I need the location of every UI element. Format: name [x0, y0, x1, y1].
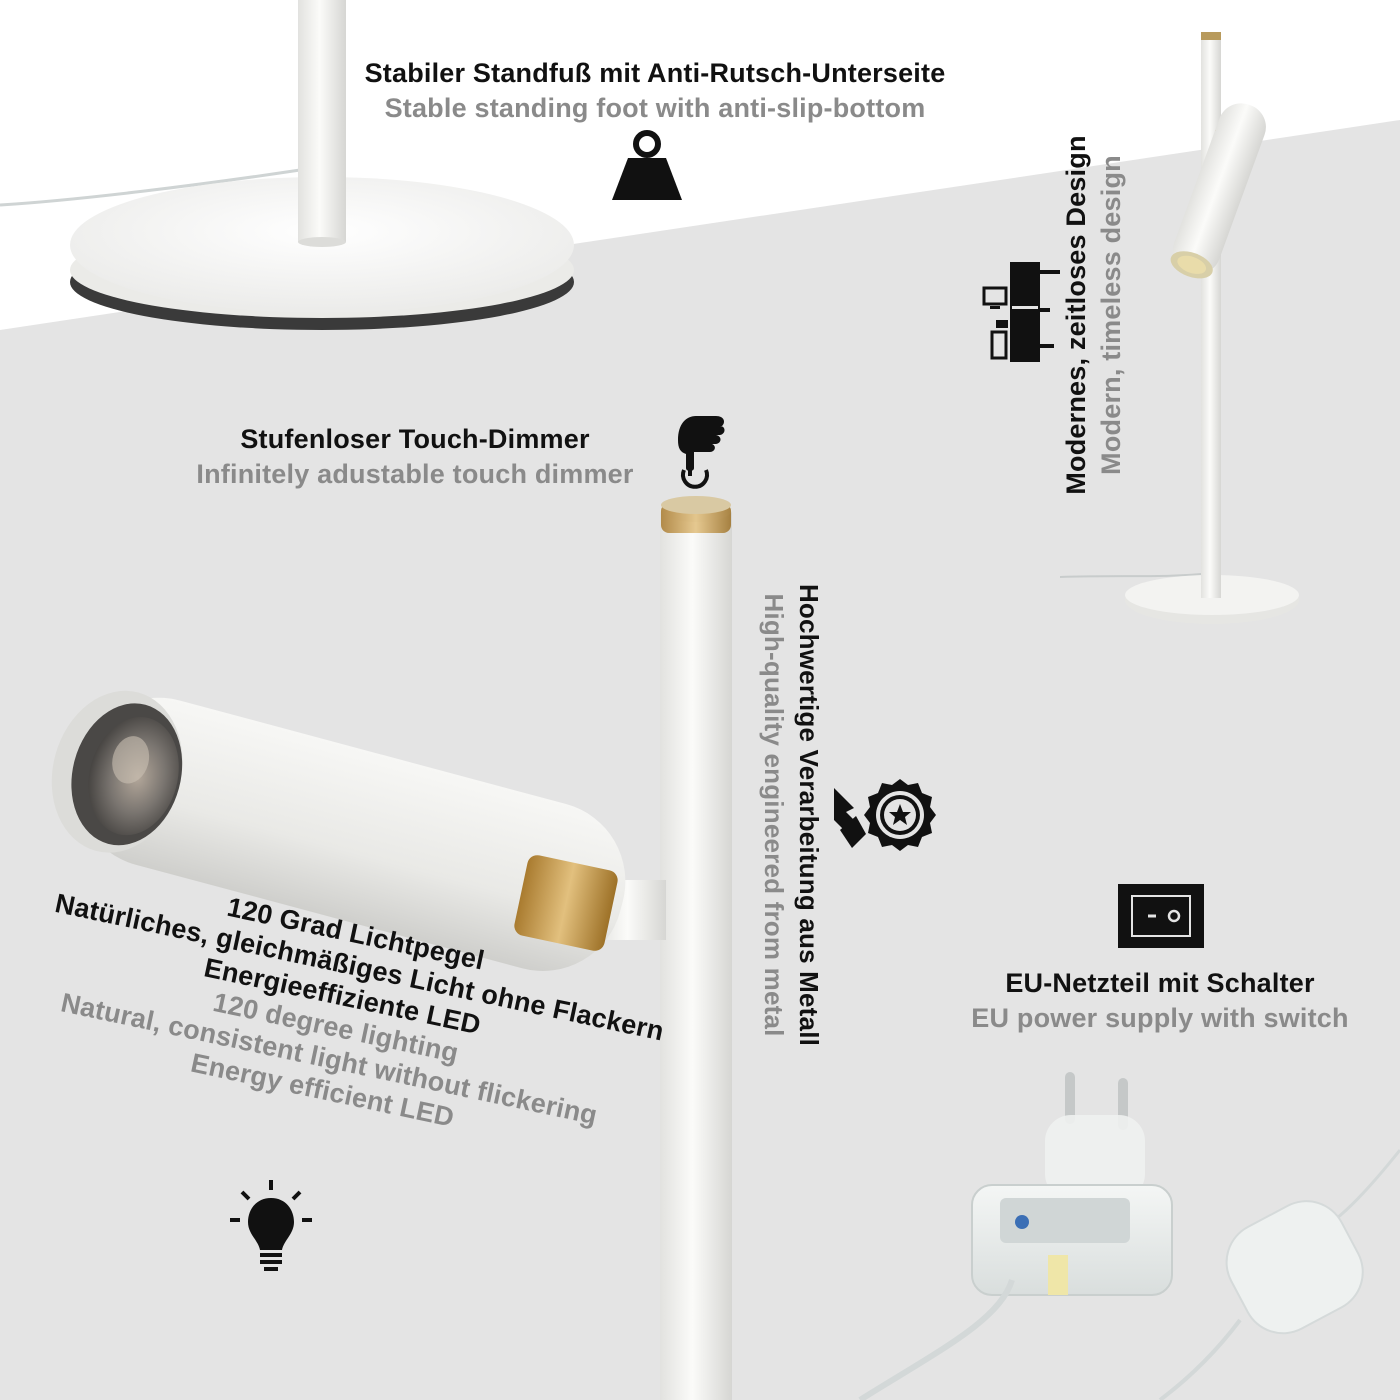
small-lamp [1059, 32, 1299, 624]
caption-stable-foot: Stabiler Standfuß mit Anti-Rutsch-Unters… [355, 56, 955, 126]
base-pole-foot [298, 237, 346, 247]
power-switch-icon [1118, 884, 1204, 948]
caption-power-supply-de: EU-Netzteil mit Schalter [1005, 968, 1315, 998]
caption-modern-design-en: Modern, timeless design [1096, 155, 1126, 475]
caption-metal-quality-de: Hochwertige Verarbeitung aus Metall [794, 583, 824, 1047]
caption-metal-quality-en: High-quality engineered from metal [759, 593, 789, 1037]
base-pole [298, 0, 346, 242]
touch-finger-icon [678, 416, 725, 489]
quality-badge-icon [834, 779, 936, 851]
caption-power-supply-en: EU power supply with switch [971, 1003, 1349, 1033]
caption-touch-dimmer-en: Infinitely adustable touch dimmer [196, 459, 634, 489]
light-bulb-icon [230, 1180, 312, 1271]
lamp-head [51, 690, 626, 971]
caption-touch-dimmer: Stufenloser Touch-Dimmer Infinitely adus… [180, 422, 650, 492]
brass-ring [514, 855, 618, 951]
caption-modern-design-de: Modernes, zeitloses Design [1061, 135, 1091, 495]
caption-stable-foot-de: Stabiler Standfuß mit Anti-Rutsch-Unters… [364, 58, 946, 88]
main-pole [660, 508, 732, 1400]
furniture-icon [982, 262, 1060, 362]
eu-power-supply [858, 1072, 1400, 1400]
caption-power-supply: EU-Netzteil mit Schalter EU power supply… [960, 966, 1360, 1036]
weight-icon [612, 130, 682, 200]
caption-touch-dimmer-de: Stufenloser Touch-Dimmer [240, 424, 590, 454]
caption-stable-foot-en: Stable standing foot with anti-slip-bott… [384, 93, 926, 123]
cable-top [0, 168, 301, 207]
